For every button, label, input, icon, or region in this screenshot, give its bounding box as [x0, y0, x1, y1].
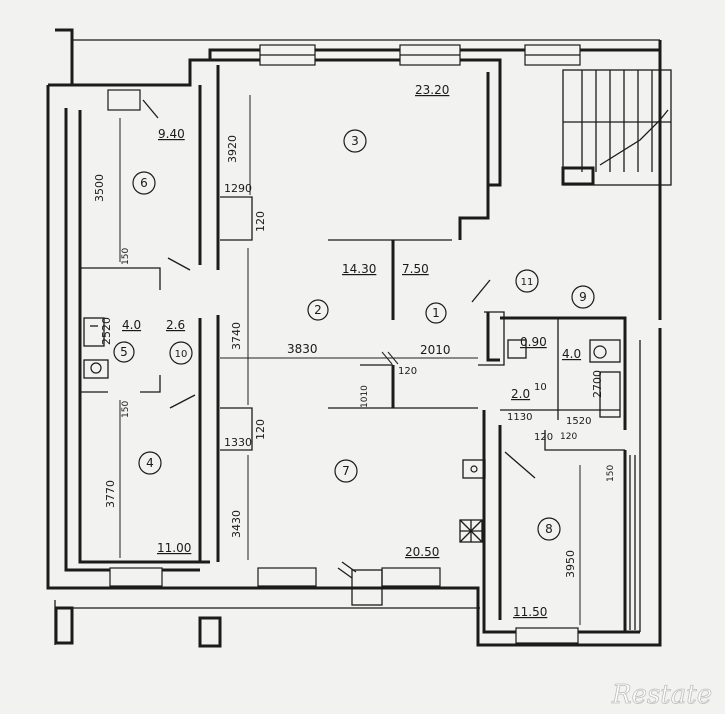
room-marker-1: [425, 302, 447, 324]
dim-1130: 1130: [507, 412, 532, 423]
dim-3830: 3830: [287, 342, 318, 356]
door-swings: [142, 99, 536, 579]
dim-1010: 1010: [360, 385, 370, 408]
room-number-2: 2: [314, 303, 322, 317]
room-marker-11: [515, 269, 539, 293]
room-marker-3: [343, 129, 367, 153]
dim-3500: 3500: [93, 174, 106, 202]
room-markers: 3 6 2 1 5 10 11 9 4 7 8: [113, 129, 595, 541]
room-area-3: 23.20: [415, 83, 449, 97]
room-number-1: 1: [432, 306, 440, 320]
dim-1330: 1330: [224, 436, 252, 449]
room-marker-10: [169, 341, 193, 365]
room-area-5: 4.0: [122, 318, 141, 332]
room-marker-7: [334, 459, 358, 483]
dim-120-d: 120: [534, 432, 553, 443]
outer-walls: [46, 28, 662, 648]
room-area-4: 11.00: [157, 541, 191, 555]
room-marker-9: [571, 285, 595, 309]
watermark-logo: Restate: [611, 680, 712, 710]
room-area-11: 0.90: [520, 335, 547, 349]
room-marker-2: [307, 299, 329, 321]
dim-2010: 2010: [420, 343, 451, 357]
dim-10: 10: [534, 382, 547, 393]
corridor-area: 7.50: [402, 262, 429, 276]
room-marker-8: [537, 517, 561, 541]
fixtures: [83, 317, 621, 543]
room-number-7: 7: [342, 464, 350, 478]
dim-150-c: 150: [606, 465, 616, 482]
dim-3740: 3740: [230, 322, 243, 350]
room-area-7: 20.50: [405, 545, 439, 559]
room-marker-4: [138, 451, 162, 475]
dim-1520: 1520: [566, 416, 591, 427]
room-number-3: 3: [351, 134, 359, 148]
dim-120-a: 120: [254, 211, 267, 232]
dim-150-b: 150: [121, 401, 131, 418]
room-number-11: 11: [521, 277, 534, 288]
dim-120-e: 120: [560, 432, 577, 442]
dim-3430: 3430: [230, 510, 243, 538]
room-area-2: 14.30: [342, 262, 376, 276]
room-area-6: 9.40: [158, 127, 185, 141]
room-marker-6: [132, 171, 156, 195]
dimension-labels: 3920 1290 120 3500 150 3740 2520 3830 20…: [93, 135, 616, 578]
room-number-8: 8: [545, 522, 553, 536]
dim-3950: 3950: [564, 550, 577, 578]
dimension-lines: [119, 95, 581, 625]
dim-120-c: 120: [254, 419, 267, 440]
dim-2700: 2700: [591, 370, 604, 398]
windows: [107, 44, 581, 644]
room-number-9: 9: [579, 290, 587, 304]
dim-1290: 1290: [224, 182, 252, 195]
room-areas: 23.20 9.40 14.30 7.50 4.0 2.6 0.90 4.0 2…: [122, 83, 581, 619]
room-number-5: 5: [120, 345, 128, 359]
room-number-10: 10: [175, 349, 188, 360]
room-number-6: 6: [140, 176, 148, 190]
room-area-8: 11.50: [513, 605, 547, 619]
room-number-4: 4: [146, 456, 154, 470]
interior-walls: [78, 65, 641, 634]
dim-3770: 3770: [104, 480, 117, 508]
staircase: [561, 69, 672, 186]
hall-area: 2.0: [511, 387, 530, 401]
dim-150-a: 150: [121, 248, 131, 265]
room-area-10: 2.6: [166, 318, 185, 332]
room-marker-5: [113, 341, 135, 363]
room-area-9: 4.0: [562, 347, 581, 361]
dim-3920: 3920: [226, 135, 239, 163]
dim-2520: 2520: [100, 317, 113, 345]
dim-120-b: 120: [398, 366, 417, 377]
